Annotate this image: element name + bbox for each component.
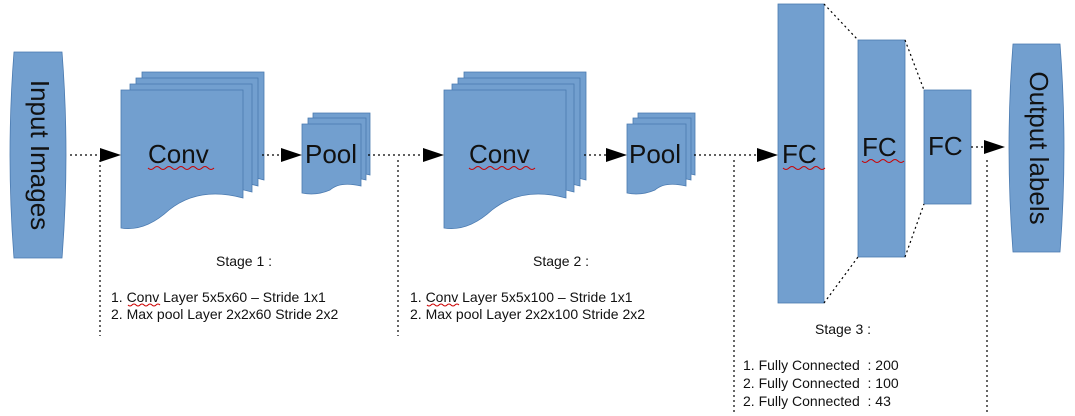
stage1-caption: Stage 1 : 1. Conv Layer 5x5x60 – Stride … xyxy=(111,253,338,322)
fc1-block: FC xyxy=(777,3,826,304)
fc2-label: FC xyxy=(862,132,897,162)
stage1-item: 2. Max pool Layer 2x2x60 Stride 2x2 xyxy=(111,306,338,322)
stage2-caption: Stage 2 : 1. Conv Layer 5x5x100 – Stride… xyxy=(410,253,645,322)
stage2-item: 1. Conv Layer 5x5x100 – Stride 1x1 xyxy=(410,289,633,305)
stage1-item: 1. Conv Layer 5x5x60 – Stride 1x1 xyxy=(111,289,326,305)
pool1-block: Pool xyxy=(301,112,371,195)
pool2-label: Pool xyxy=(629,139,681,169)
conv2-label: Conv xyxy=(469,139,530,169)
fc3-label: FC xyxy=(928,131,963,161)
pool1-label: Pool xyxy=(305,139,357,169)
stage3-title: Stage 3 : xyxy=(815,321,871,337)
output-labels-node: Output labels xyxy=(1008,43,1065,253)
conv2-block: Conv xyxy=(443,71,587,229)
stage3-caption: Stage 3 : 1. Fully Connected : 200 2. Fu… xyxy=(743,321,899,409)
stage-separators xyxy=(99,160,988,412)
fc1-label: FC xyxy=(782,139,817,169)
stage3-item: 1. Fully Connected : 200 xyxy=(743,357,899,373)
fc3-block: FC xyxy=(923,89,972,205)
stage1-title: Stage 1 : xyxy=(216,253,272,269)
fc2-block: FC xyxy=(857,39,906,258)
fc-connectors xyxy=(823,3,925,304)
stage2-title: Stage 2 : xyxy=(533,253,589,269)
flow-arrows xyxy=(70,140,1005,162)
conv1-block: Conv xyxy=(120,71,265,229)
pool2-block: Pool xyxy=(626,112,696,195)
input-images-label: Input Images xyxy=(25,80,55,230)
input-images-node: Input Images xyxy=(9,51,67,259)
stage3-item: 2. Fully Connected : 43 xyxy=(743,393,891,409)
conv1-label: Conv xyxy=(148,139,209,169)
stage2-item: 2. Max pool Layer 2x2x100 Stride 2x2 xyxy=(410,306,645,322)
output-labels-label: Output labels xyxy=(1024,71,1054,224)
stage3-item: 2. Fully Connected : 100 xyxy=(743,375,899,391)
